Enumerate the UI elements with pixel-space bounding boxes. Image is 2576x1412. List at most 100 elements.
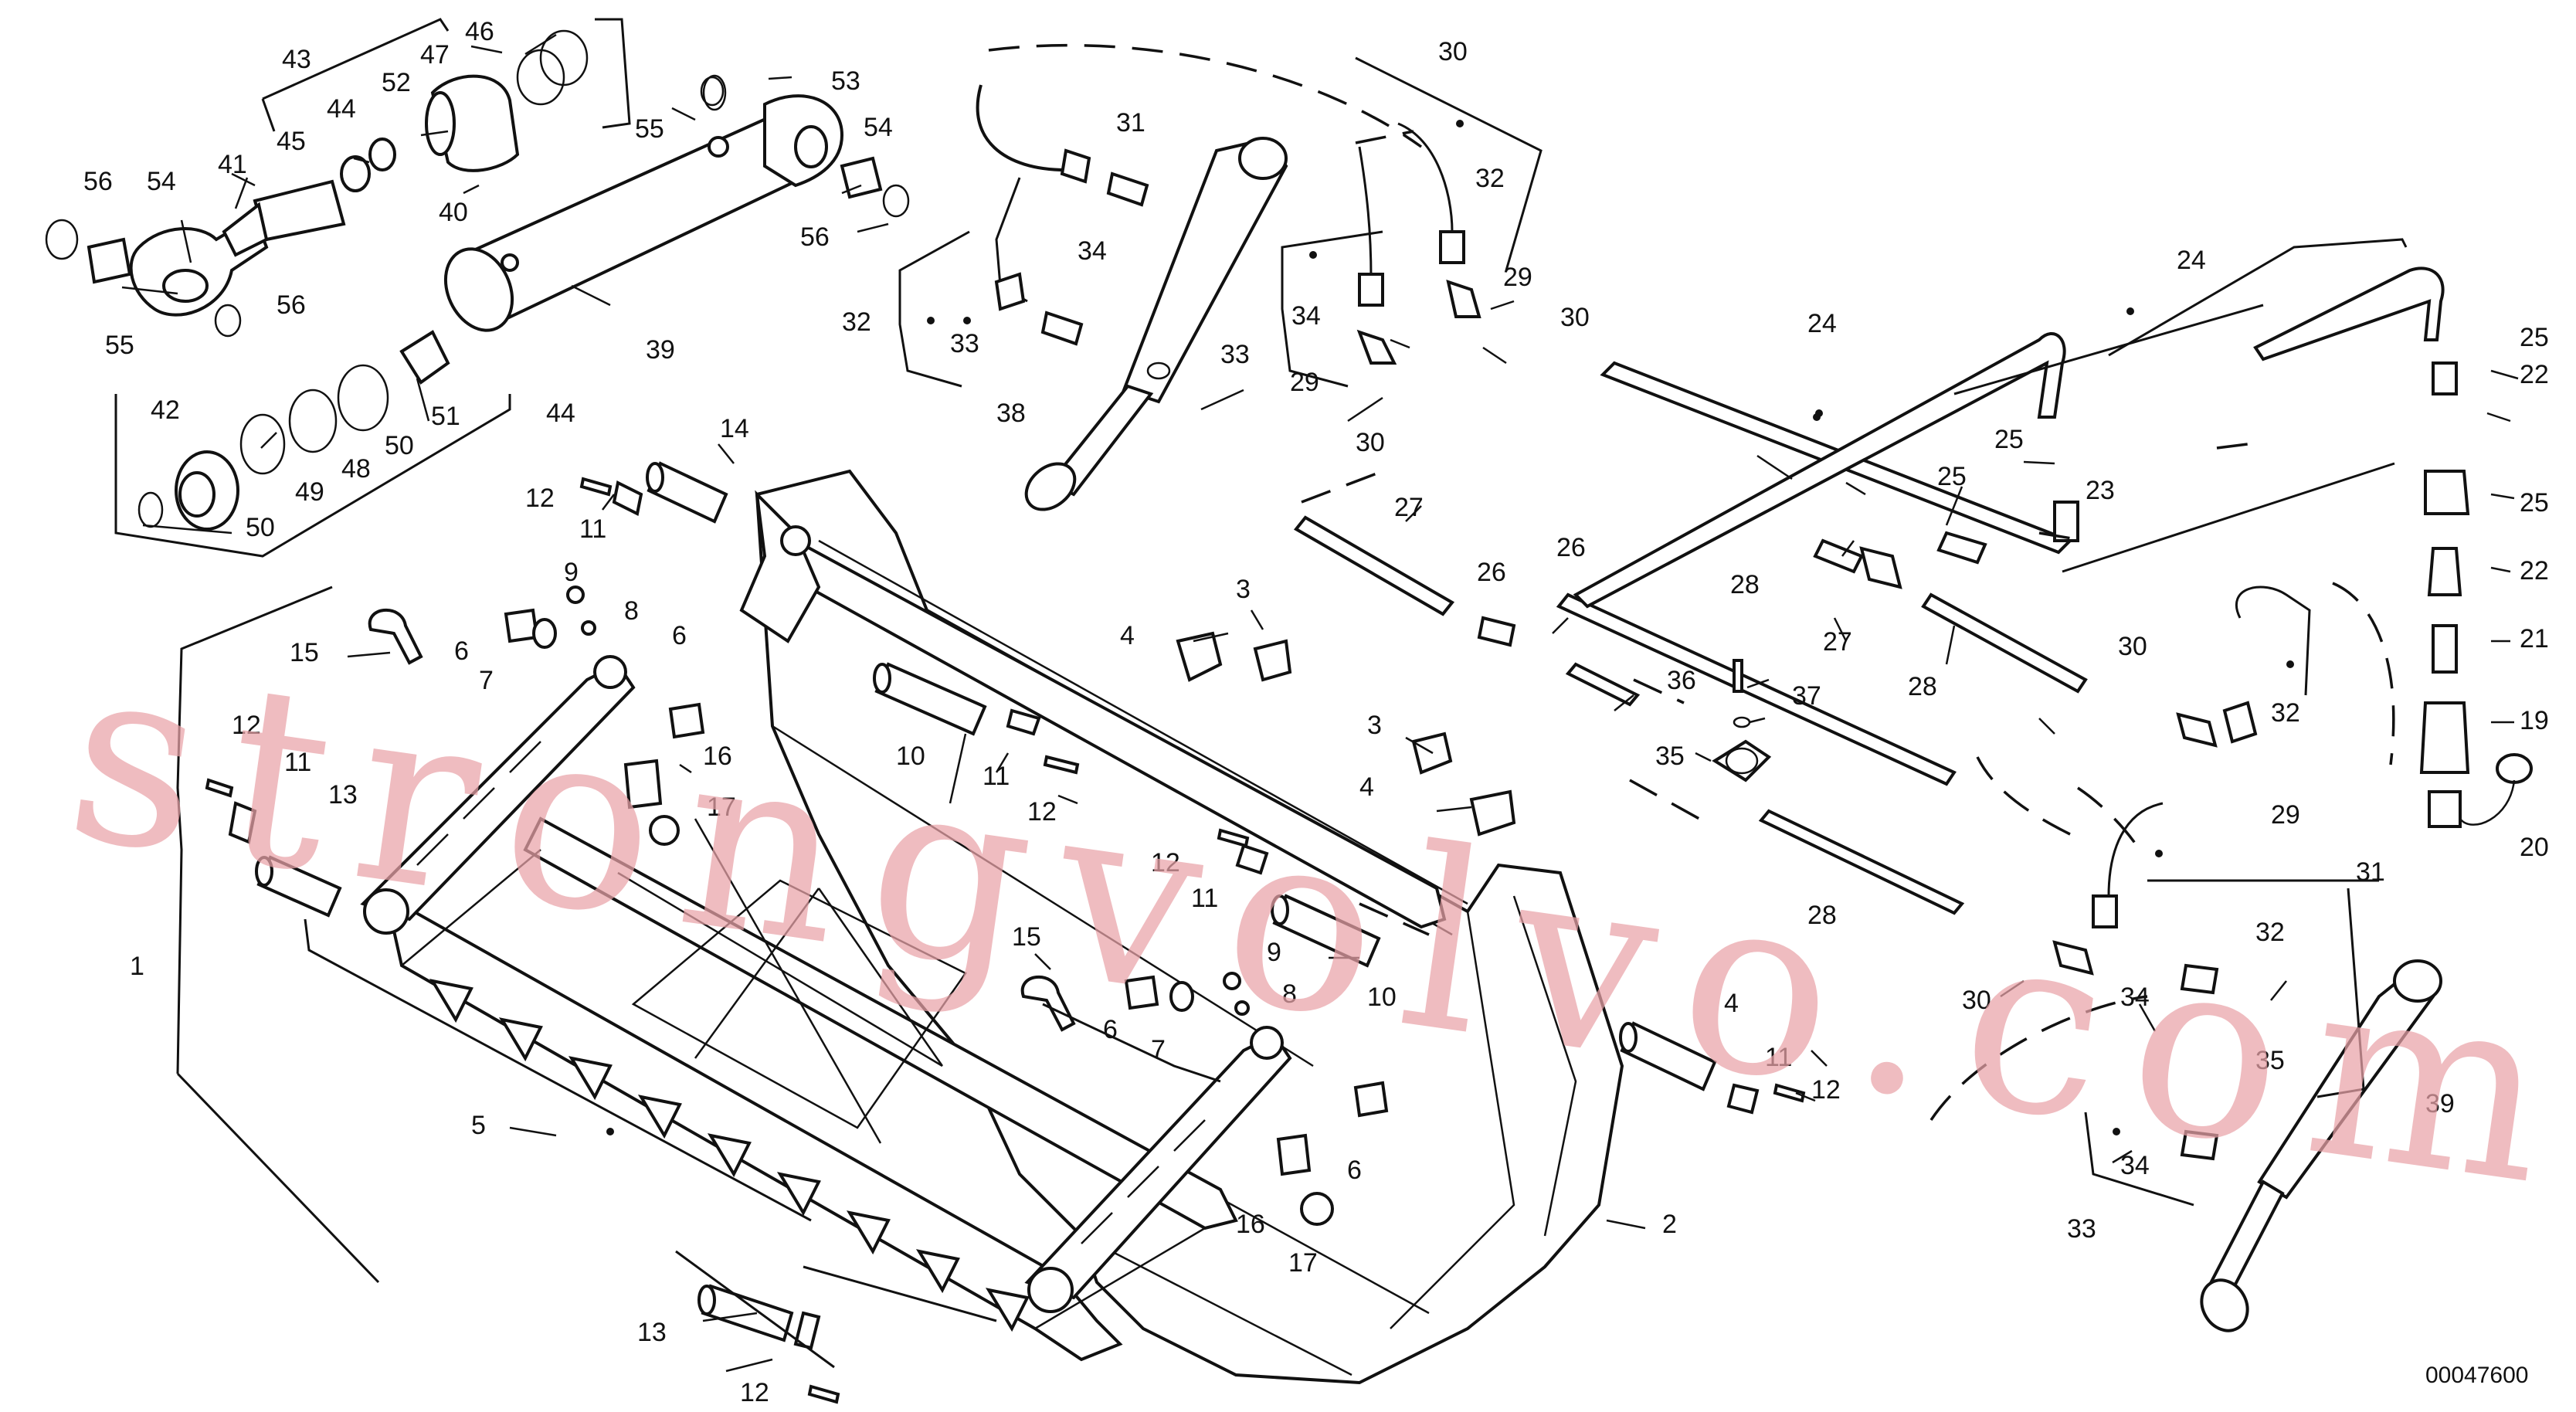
callout-9: 9 [1267,938,1281,967]
callout-46: 45 [277,127,306,156]
bushings [504,608,1389,1118]
drawing-number: 00047600 [2425,1363,2528,1388]
callout-54: 54 [147,167,176,196]
callout-25: 26 [1556,533,1586,562]
callout-34: 34 [2120,983,2150,1012]
callout-56: 56 [83,167,113,196]
quick-coupler-link-right [1024,1026,1292,1313]
callout-47: 46 [465,17,494,46]
callout-32: 32 [2271,698,2300,728]
callout-48: 47 [420,40,450,70]
fittings-and-tees [1477,361,2533,828]
callout-25: 25 [1937,462,1967,491]
callout-6: 6 [454,636,469,666]
callout-54: 53 [831,66,860,96]
callout-51: 50 [246,513,275,542]
callout-8: 8 [624,596,639,626]
callout-17: 17 [707,793,736,822]
callout-44: 44 [546,399,575,428]
callout-53: 52 [382,68,411,97]
grease-nipples-and-bolts [205,477,1806,1404]
callout-7: 7 [479,666,494,695]
callout-55: 55 [105,331,134,360]
callout-30: 30 [1962,986,1991,1015]
cylinder-head-and-seals [340,29,727,192]
callout-32: 31 [1116,108,1145,137]
callout-36: 35 [1655,742,1685,771]
steel-tubes [1293,266,2445,915]
callout-29: 29 [1290,368,1319,397]
callout-16: 16 [703,742,732,771]
callout-27: 28 [1908,672,1937,701]
pin-10-upper [873,662,987,736]
callout-34: 34 [2120,1151,2150,1180]
callout-27: 27 [1394,493,1424,522]
callout-3: 3 [1236,575,1251,604]
pin-13-bottom [697,1284,794,1342]
callout-12: 12 [1027,797,1057,826]
callout-10: 10 [1367,983,1397,1012]
callout-56: 56 [800,222,830,252]
callout-33: 33 [1220,340,1250,369]
callout-40: 39 [646,335,675,365]
dot-markers [606,120,2294,1135]
callout-45: 44 [327,94,356,124]
pin-13-left [255,855,342,918]
callout-5: 5 [471,1111,486,1140]
callout-12: 12 [740,1378,769,1407]
pin-14 [646,461,728,524]
brackets-and-nuts [228,480,1760,1350]
callout-37: 36 [1667,666,1696,695]
callout-50: 49 [295,477,324,507]
callout-31: 30 [1438,37,1468,66]
callout-23: 23 [2086,476,2115,505]
hydraulic-cylinder-39-left [1024,137,1288,511]
callout-14: 14 [720,414,749,443]
callout-39: 39 [2425,1089,2455,1118]
callout-43: 42 [151,395,180,425]
callout-55: 54 [864,113,893,142]
callout-20: 20 [2520,833,2549,862]
callout-4: 4 [1359,772,1374,802]
bucket-frame [384,538,1447,1362]
callout-29: 29 [1503,263,1532,292]
quick-coupler-link-left [360,655,636,935]
pin-10-lower [1271,894,1381,968]
callout-42: 41 [218,150,247,179]
callout-12: 12 [1811,1075,1841,1105]
callout-33: 32 [842,307,871,337]
callout-35: 35 [2255,1046,2285,1075]
clamp-36 [1712,659,1772,782]
dashed-routing-lines [988,43,2395,1121]
callout-49: 48 [341,454,371,484]
spherical-bearings [45,76,910,338]
callout-34: 34 [1291,301,1321,331]
callout-4: 4 [1120,621,1135,650]
callout-26: 26 [1477,558,1506,587]
callout-4: 4 [1724,989,1739,1018]
callout-39: 38 [996,399,1026,428]
callout-31: 31 [2356,857,2385,887]
callout-13: 13 [637,1318,667,1347]
hose-assembly-33-right [2052,586,2311,1161]
callout-11: 11 [1191,884,1218,913]
callout-15: 15 [290,638,319,667]
hydraulic-cylinder [443,94,844,332]
callout-6: 6 [1347,1156,1362,1185]
callout-labels: 1 2 3 3 4 4 4 5 6 6 6 6 7 7 8 8 9 9 10 1… [83,17,2549,1407]
callout-26: 27 [1823,627,1852,657]
callout-29: 29 [2271,800,2300,830]
callout-25: 25 [2520,488,2549,518]
callout-30: 30 [1560,303,1590,332]
callout-11: 11 [579,514,606,544]
callout-24: 24 [2177,246,2206,275]
callout-8: 8 [1282,979,1297,1009]
callout-24: 24 [1807,309,1837,338]
callout-9: 9 [564,558,579,587]
callout-50: 50 [385,431,414,460]
hose-31 [1356,122,1481,365]
callout-25: 25 [1994,425,2024,454]
callout-7: 7 [1151,1035,1166,1064]
callout-12: 12 [1151,848,1180,877]
